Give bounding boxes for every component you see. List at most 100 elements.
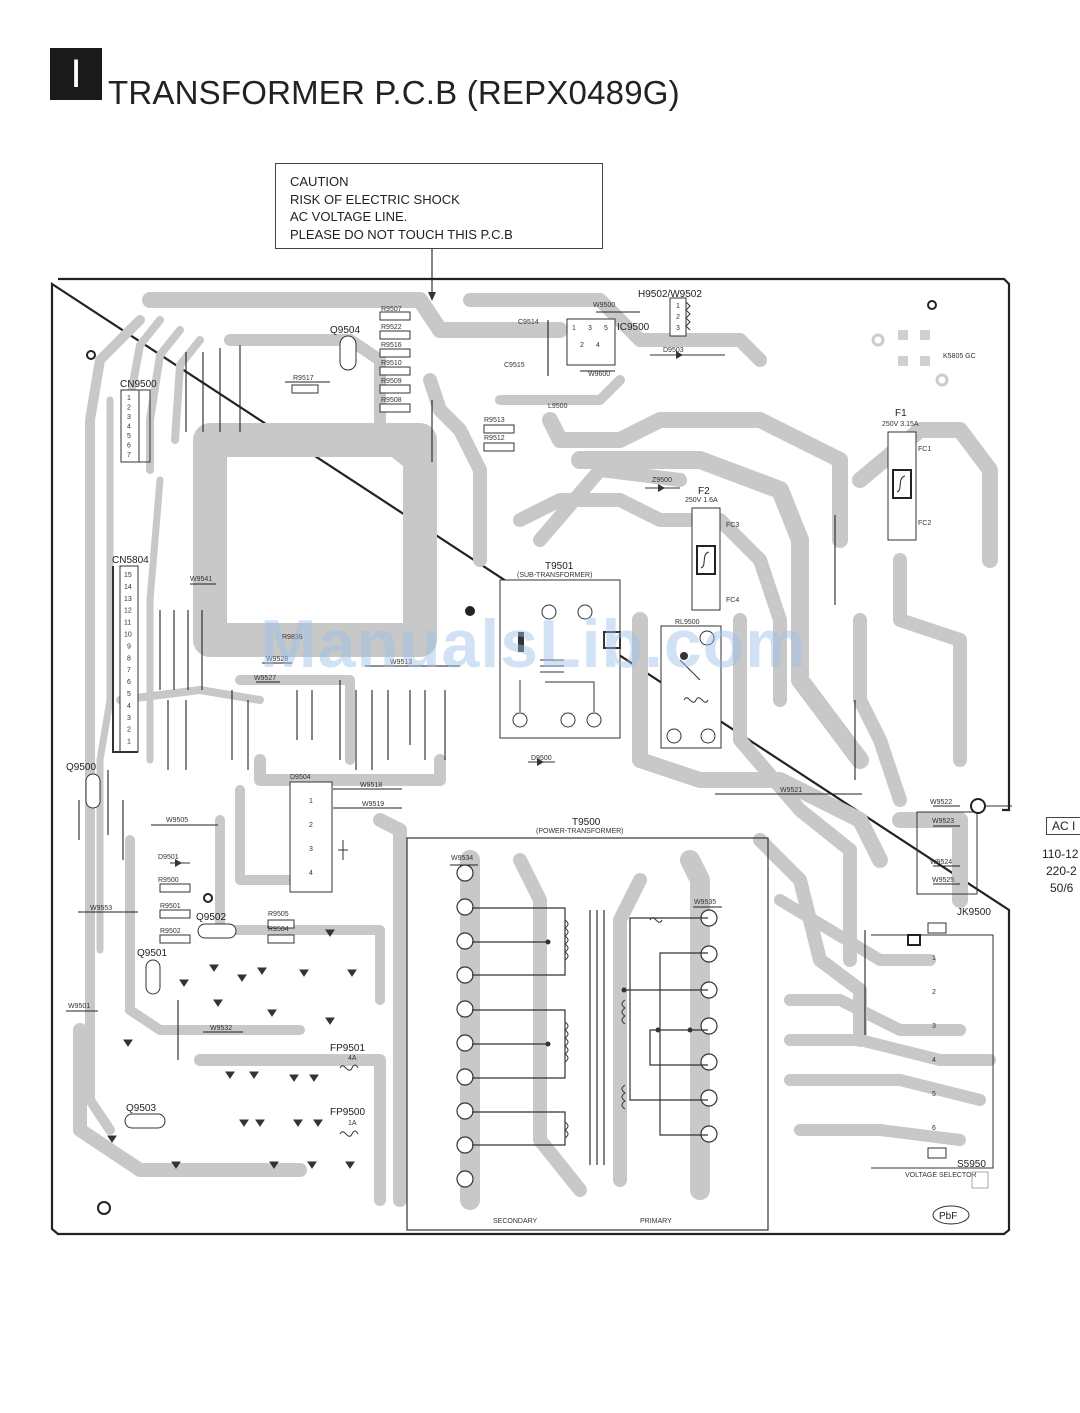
primary-label: PRIMARY (640, 1218, 672, 1225)
fp9501-label: FP9501 (330, 1043, 365, 1054)
cn5804-pin: 3 (127, 715, 131, 722)
ref-label: R9505 (268, 911, 289, 918)
fp9500-rating: 1A (348, 1120, 357, 1127)
board-outline (50, 277, 1011, 1236)
h9502-pin: 2 (676, 314, 680, 321)
cn5804-pin: 6 (127, 679, 131, 686)
ref-label: W9600 (588, 371, 610, 378)
ref-label: W9513 (390, 659, 412, 666)
cn9500-pin: 3 (127, 414, 131, 421)
cn5804-pin: 12 (124, 608, 132, 615)
cn5804-pin: 5 (127, 691, 131, 698)
cn5804-pin: 7 (127, 667, 131, 674)
ref-label: W9500 (593, 302, 615, 309)
watermark: ManualsLib.com (260, 606, 807, 682)
ref-label: R9502 (160, 928, 181, 935)
cn5804-pin: 9 (127, 643, 131, 650)
jk9500-label: JK9500 (957, 907, 991, 918)
ref-label: W9523 (932, 818, 954, 825)
ref-label: R9516 (381, 342, 402, 349)
primary-pad (700, 1125, 718, 1143)
cn9500-pin: 4 (127, 424, 131, 431)
fc4-label: FC4 (726, 597, 739, 604)
caution-line: PLEASE DO NOT TOUCH THIS P.C.B (290, 226, 513, 242)
ref-label: W9518 (360, 782, 382, 789)
secondary-pad (456, 1170, 474, 1188)
ref-label: R9836 (282, 634, 303, 641)
ref-label: R9508 (381, 397, 402, 404)
cn9500-pin: 7 (127, 452, 131, 459)
secondary-pad (456, 1000, 474, 1018)
s5950-desc: VOLTAGE SELECTOR (905, 1172, 977, 1179)
ac-in-line: 50/6 (1050, 881, 1074, 895)
ref-label: W9535 (694, 899, 716, 906)
secondary-pad (456, 1136, 474, 1154)
ref-label: W9532 (210, 1025, 232, 1032)
cn5804-pin: 11 (124, 620, 131, 627)
secondary-pad (456, 898, 474, 916)
cn5804-pin: 4 (127, 703, 131, 710)
ref-label: R9507 (381, 306, 402, 313)
q9503-label: Q9503 (126, 1103, 156, 1114)
caution-line: AC VOLTAGE LINE. (290, 209, 408, 224)
ref-label: R9517 (293, 375, 314, 382)
d9504-label: D9504 (290, 774, 311, 781)
s5950-label: S5950 (957, 1159, 986, 1170)
cn9500-label: CN9500 (120, 379, 157, 390)
ref-label: R9512 (484, 435, 505, 442)
cn5804-pin: 14 (124, 584, 132, 591)
l9500-label: L9500 (548, 403, 568, 410)
ac-in-title: AC I (1046, 817, 1080, 835)
q9501-label: Q9501 (137, 948, 167, 959)
ref-label: R9504 (268, 926, 289, 933)
ref-label: C9515 (504, 362, 525, 369)
cn5804-pin: 2 (127, 727, 131, 734)
cn5804-pin: 15 (124, 572, 132, 579)
caution-line: CAUTION (290, 174, 349, 189)
fc3-label: FC3 (726, 522, 739, 529)
secondary-pad (456, 1102, 474, 1120)
ref-label: W9541 (190, 576, 212, 583)
caution-line: RISK OF ELECTRIC SHOCK (290, 191, 460, 207)
ac-in-label: AC I 110-12 220-2 50/6 (1042, 817, 1080, 895)
t9500-desc: (POWER-TRANSFORMER) (536, 828, 624, 835)
ic9500-pin: 3 (588, 325, 592, 332)
h9502-pin: 3 (676, 325, 680, 332)
fc1-label: FC1 (918, 446, 931, 453)
rl9500-label: RL9500 (675, 619, 700, 626)
ref-label: C9514 (518, 319, 539, 326)
cn5804-pin: 10 (124, 632, 132, 639)
ref-label: W9522 (930, 799, 952, 806)
ic9500-pin: 1 (572, 325, 576, 332)
fp9500-label: FP9500 (330, 1107, 365, 1118)
caution-box: CAUTION RISK OF ELECTRIC SHOCK AC VOLTAG… (275, 163, 603, 249)
ref-label: W9501 (68, 1003, 90, 1010)
cn9500-pin: 2 (127, 405, 131, 412)
f2-rating: 250V 1.6A (685, 497, 718, 504)
q9500-label: Q9500 (66, 762, 96, 773)
jk9500-pin: 5 (932, 1091, 936, 1098)
primary-pad (700, 1089, 718, 1107)
k5805-label: K5805 GC (943, 353, 976, 360)
t9501-label: T9501 (545, 561, 574, 572)
d9504-pin: 2 (309, 822, 313, 829)
ref-label: W9521 (780, 787, 802, 794)
d9503-label: D9503 (663, 347, 684, 354)
jk9500-pin: 4 (932, 1057, 936, 1064)
t9500-label: T9500 (572, 817, 601, 828)
cn5804-pin: 1 (127, 739, 131, 746)
ref-label: W9527 (254, 675, 276, 682)
ref-label: W9553 (90, 905, 112, 912)
h9502-pin: 1 (676, 303, 680, 310)
jk9500-pin: 3 (932, 1023, 936, 1030)
ac-in-line: 110-12 (1042, 847, 1079, 861)
secondary-pad (456, 864, 474, 882)
ac-in-line: 220-2 (1046, 864, 1077, 878)
cn5804-pin: 13 (124, 596, 132, 603)
fc2-label: FC2 (918, 520, 931, 527)
f1-label: F1 (895, 408, 907, 419)
f2-label: F2 (698, 486, 710, 497)
secondary-pad (456, 1068, 474, 1086)
d9504-pin: 3 (309, 846, 313, 853)
ref-label: W9505 (166, 817, 188, 824)
